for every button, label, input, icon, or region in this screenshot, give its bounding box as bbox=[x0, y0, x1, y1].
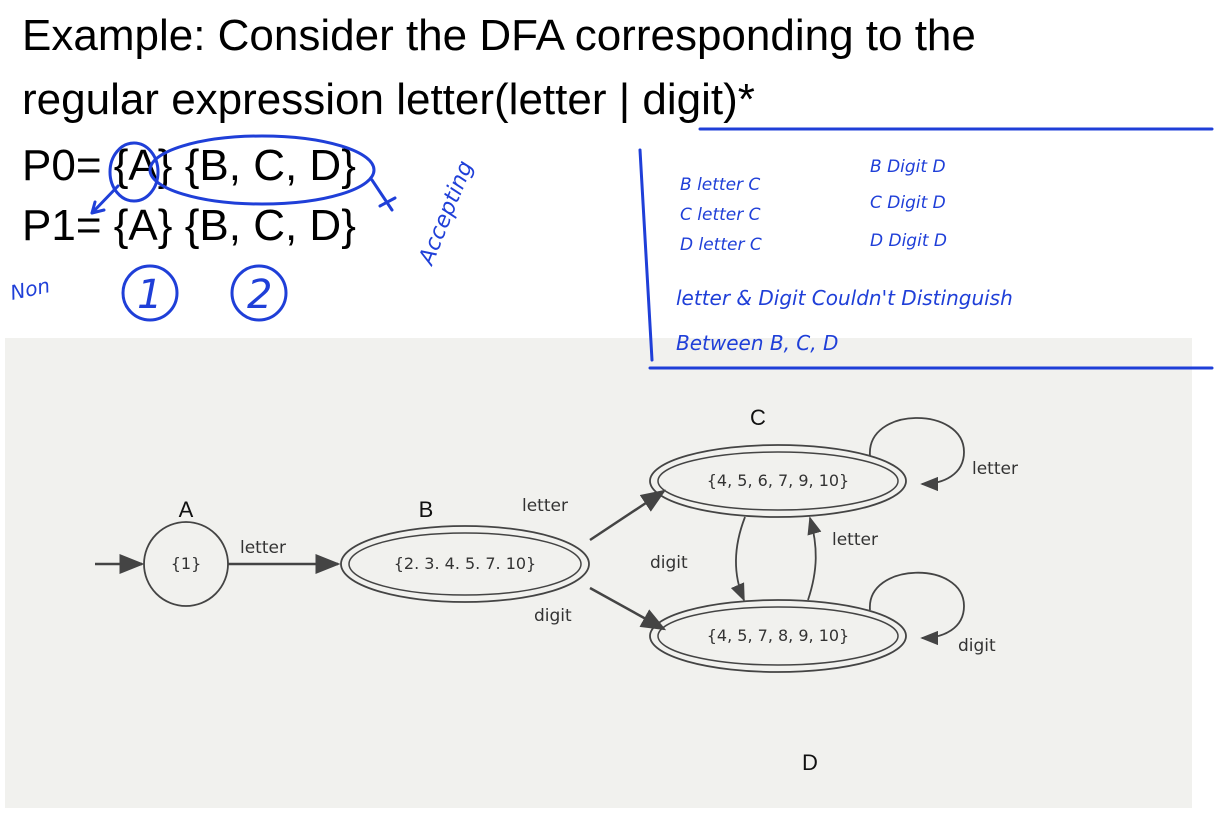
edge-c-to-d-label: digit bbox=[650, 553, 688, 573]
title-line-2: regular expression letter(letter | digit… bbox=[22, 75, 755, 124]
edge-b-to-c-label: letter bbox=[522, 496, 568, 516]
edge-b-to-c bbox=[589, 489, 667, 542]
state-c-label: C bbox=[750, 405, 766, 430]
note-d-letter-c: D letter C bbox=[680, 235, 762, 255]
group-2-number: 2 bbox=[247, 272, 272, 318]
handwritten-non: Non bbox=[8, 273, 52, 305]
circle-group-2 bbox=[230, 264, 288, 322]
edge-c-to-d bbox=[730, 516, 746, 602]
partition-p1: P1= {A} {B, C, D} bbox=[22, 201, 356, 250]
loop-c bbox=[869, 417, 965, 492]
state-b-accept-ring bbox=[348, 532, 582, 596]
state-b-label: B bbox=[419, 497, 434, 522]
edge-a-to-b-label: letter bbox=[240, 538, 286, 558]
loop-c-label: letter bbox=[972, 459, 1018, 479]
state-c-accept-ring bbox=[657, 451, 899, 511]
note-b-digit-d: B Digit D bbox=[870, 157, 946, 177]
state-b-set: {2. 3. 4. 5. 7. 10} bbox=[394, 554, 536, 573]
group-1-number: 1 bbox=[137, 272, 162, 318]
arrow-from-non bbox=[90, 184, 120, 215]
notes-transitions: B letter C C letter C D letter C B Digit… bbox=[680, 157, 947, 255]
partition-p0: P0= {A} {B, C, D} bbox=[22, 141, 356, 190]
edge-d-to-c bbox=[807, 516, 822, 601]
state-d-label: D bbox=[802, 750, 818, 775]
state-b bbox=[340, 525, 590, 603]
state-a-label: A bbox=[179, 497, 194, 522]
note-conclusion-line-1: letter & Digit Couldn't Distinguish bbox=[676, 286, 1013, 310]
scanned-dfa-figure bbox=[5, 338, 1192, 808]
note-c-letter-c: C letter C bbox=[680, 205, 761, 225]
state-c-set: {4, 5, 6, 7, 9, 10} bbox=[707, 471, 849, 490]
handwritten-accepting: Accepting bbox=[414, 157, 479, 270]
edge-b-to-d-label: digit bbox=[534, 606, 572, 626]
state-d-accept-ring bbox=[657, 606, 899, 666]
state-c bbox=[649, 444, 907, 518]
title-line-1: Example: Consider the DFA corresponding … bbox=[22, 11, 976, 60]
edge-d-to-c-label: letter bbox=[832, 530, 878, 550]
note-conclusion-line-2: Between B, C, D bbox=[676, 331, 838, 355]
loop-d bbox=[869, 571, 965, 646]
state-d bbox=[649, 599, 907, 673]
note-d-digit-d: D Digit D bbox=[870, 231, 947, 251]
circle-a-group bbox=[108, 141, 160, 203]
state-a-set: {1} bbox=[171, 554, 202, 573]
state-d-set: {4, 5, 7, 8, 9, 10} bbox=[707, 626, 849, 645]
note-c-digit-d: C Digit D bbox=[870, 193, 946, 213]
note-b-letter-c: B letter C bbox=[680, 175, 760, 195]
loop-d-label: digit bbox=[958, 636, 996, 656]
notes-box-left-border bbox=[638, 148, 654, 362]
circle-group-1 bbox=[121, 264, 179, 322]
arrow-to-accepting bbox=[370, 178, 397, 212]
edge-b-to-d bbox=[589, 586, 667, 631]
circle-bcd-group bbox=[148, 134, 376, 206]
